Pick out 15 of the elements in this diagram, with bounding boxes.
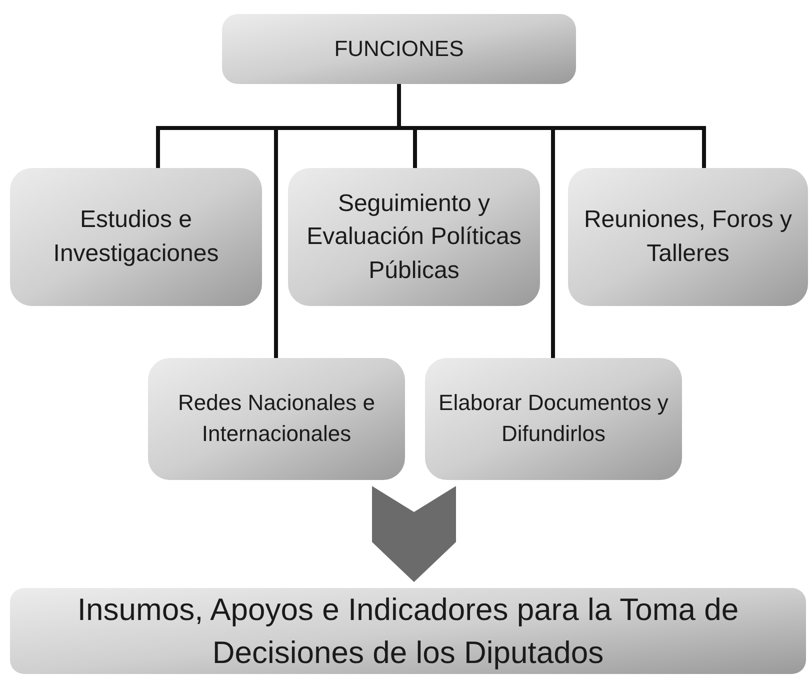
node-box [288, 168, 540, 306]
node-label: Seguimiento y Evaluación Políticas Públicas [306, 188, 522, 286]
node-label: Estudios e Investigaciones [52, 205, 220, 269]
node-box [425, 358, 682, 480]
chevron-arrow [372, 486, 456, 582]
node-label: FUNCIONES [334, 34, 464, 63]
node-box [10, 168, 262, 306]
node-label: Redes Nacionales e Internacionales [177, 389, 376, 448]
node-label: Elaborar Documentos y Difundirlos [438, 389, 670, 448]
node-label: Reuniones, Foros y Talleres [582, 205, 794, 269]
node-box [222, 14, 576, 84]
node-box [10, 588, 806, 674]
node-label: Insumos, Apoyos e Indicadores para la Toma de Decisiones de los Diputados [76, 590, 740, 672]
node-box [148, 358, 405, 480]
node-box [568, 168, 808, 306]
